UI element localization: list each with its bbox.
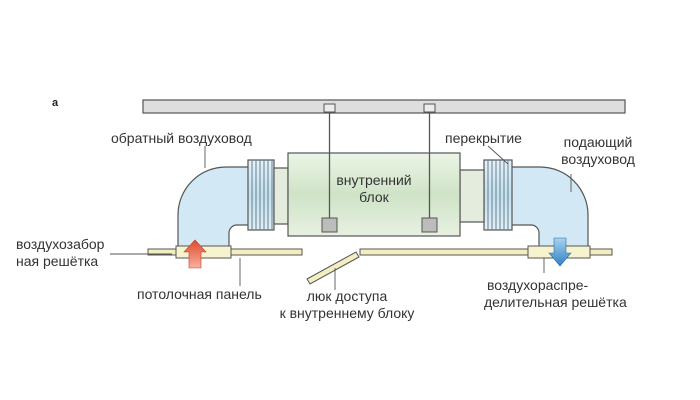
- supply-bellows: [483, 159, 513, 231]
- label-access-hatch-line1: люк доступа: [306, 288, 388, 304]
- return-flange: [273, 167, 289, 225]
- return-bellows: [247, 159, 275, 231]
- hanger-rods: [321, 103, 438, 233]
- label-ceiling-panel: потолочная панель: [137, 286, 262, 302]
- label-return-duct: обратный воздуховод: [111, 130, 252, 146]
- label-intake-grille-line2: ная решётка: [16, 253, 99, 269]
- label-indoor-unit: внутренний блок: [319, 172, 429, 206]
- label-distribution-grille: воздухораспре- делительная решётка: [484, 277, 627, 311]
- supply-flange: [459, 169, 485, 223]
- supply-duct: [509, 166, 589, 249]
- supply-arrow-icon: [548, 237, 572, 267]
- intake-arrow-icon: [183, 239, 207, 269]
- label-ceiling-slab: перекрытие: [445, 130, 522, 146]
- panel-letter: а: [52, 97, 59, 109]
- label-indoor-unit-line1: внутренний: [336, 172, 412, 188]
- access-hatch: [306, 251, 360, 285]
- label-access-hatch: люк доступа к внутреннему блоку: [267, 288, 427, 322]
- ceiling-slab: [142, 99, 626, 114]
- return-duct: [177, 166, 251, 249]
- label-supply-duct-line1: подающий: [563, 134, 633, 150]
- label-distribution-grille-line2: делительная решётка: [484, 294, 627, 310]
- label-distribution-grille-line1: воздухораспре-: [487, 277, 589, 293]
- label-supply-duct-line2: воздуховод: [561, 151, 635, 167]
- label-intake-grille-line1: воздухозабор: [16, 236, 105, 252]
- label-intake-grille: воздухозабор ная решётка: [16, 236, 104, 270]
- label-indoor-unit-line2: блок: [359, 189, 389, 205]
- label-access-hatch-line2: к внутреннему блоку: [279, 305, 415, 321]
- leader-lines: [110, 145, 572, 290]
- label-supply-duct: подающий воздуховод: [543, 134, 653, 168]
